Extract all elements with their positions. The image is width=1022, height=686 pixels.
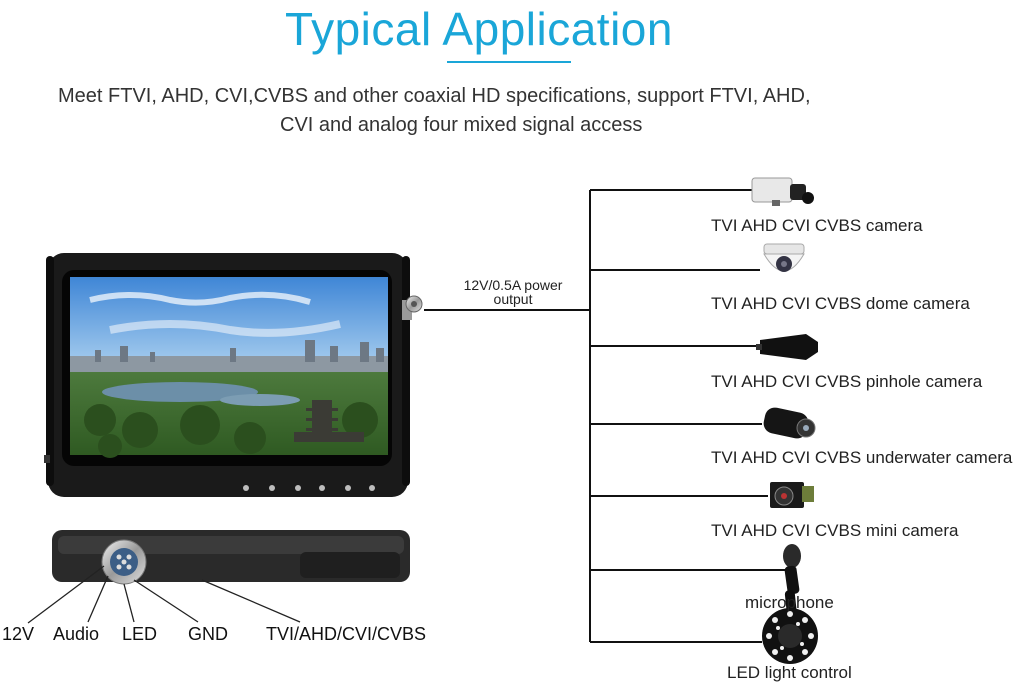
monitor-screen (70, 277, 388, 458)
device-label-camera: TVI AHD CVI CVBS camera (711, 216, 923, 235)
pagoda (294, 400, 364, 442)
device-label-mini-camera: TVI AHD CVI CVBS mini camera (711, 521, 959, 540)
power-label-line-1: 12V/0.5A power (463, 277, 563, 293)
monitor-device (44, 253, 423, 497)
subtitle-line-2: CVI and analog four mixed signal access (280, 114, 643, 136)
aviation-connector (101, 539, 147, 585)
pin-label-led: LED (122, 624, 158, 644)
underwater-camera-icon (763, 407, 816, 439)
pinhole-camera-icon (756, 334, 818, 360)
dome-camera-icon (763, 243, 805, 272)
led-ring-icon (762, 608, 818, 664)
page-title: Typical Application (285, 3, 673, 55)
device-label-pinhole-camera: TVI AHD CVI CVBS pinhole camera (711, 372, 983, 391)
bnc-connector (402, 295, 423, 320)
device-label-underwater-camera: TVI AHD CVI CVBS underwater camera (711, 448, 1013, 467)
subtitle-line-1: Meet FTVI, AHD, CVI,CVBS and other coaxi… (58, 85, 811, 107)
pin-label-video: TVI/AHD/CVI/CVBS (266, 624, 427, 644)
pin-leader-lines (27, 565, 301, 624)
device-label-led-light: LED light control (727, 663, 852, 682)
title-underline (447, 61, 571, 63)
pin-label-12v: 12V (2, 624, 35, 644)
power-output-label: 12V/0.5A power output (448, 278, 578, 306)
connection-lines (424, 189, 790, 643)
device-label-microphone: microphone (745, 593, 834, 612)
monitor-button-row (243, 485, 375, 491)
pin-label-gnd: GND (188, 624, 228, 644)
monitor-side-view (52, 530, 410, 585)
mini-camera-icon (770, 482, 814, 508)
device-label-dome-camera: TVI AHD CVI CVBS dome camera (711, 294, 970, 313)
pin-label-audio: Audio (53, 624, 100, 644)
box-camera-icon (751, 177, 814, 206)
power-label-line-2: output (493, 291, 533, 307)
